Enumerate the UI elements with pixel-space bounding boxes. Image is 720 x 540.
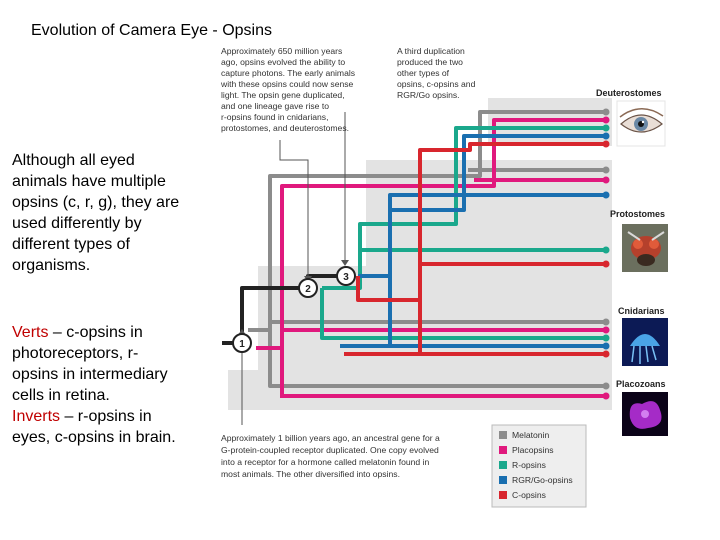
legend-label: Placopsins: [512, 445, 554, 455]
node-2-label: 2: [305, 284, 311, 295]
group-label-placozoans: Placozoans: [616, 379, 666, 389]
group-label-deuterostomes: Deuterostomes: [596, 88, 662, 98]
svg-text:other types of: other types of: [397, 68, 450, 78]
leaf-end-dots: [602, 108, 610, 400]
svg-text:protostomes, and deuterostomes: protostomes, and deuterostomes.: [221, 123, 349, 133]
svg-text:RGR/Go opsins.: RGR/Go opsins.: [397, 90, 460, 100]
verts-label: Verts: [12, 324, 49, 341]
svg-text:ago, opsins evolved the abilit: ago, opsins evolved the ability to: [221, 57, 345, 67]
svg-text:Approximately 1 billion years: Approximately 1 billion years ago, an an…: [221, 433, 440, 443]
svg-text:Approximately 650 million year: Approximately 650 million years: [221, 46, 342, 56]
legend: Melatonin Placopsins R-opsins RGR/Go-ops…: [491, 424, 587, 508]
node-3: 3: [336, 266, 356, 286]
legend-item-placopsins: Placopsins: [499, 445, 554, 455]
node-1: 1: [232, 333, 252, 353]
slide-title: Evolution of Camera Eye - Opsins: [31, 22, 272, 39]
node-1-label: 1: [239, 339, 245, 350]
tree-lines: [222, 110, 605, 398]
node-2: 2: [298, 278, 318, 298]
legend-label: RGR/Go-opsins: [512, 475, 573, 485]
verts-text: – c-opsins in photoreceptors, r-opsins i…: [12, 324, 168, 404]
legend-item-c-opsins: C-opsins: [499, 490, 546, 500]
inverts-text: – r-opsins in eyes, c-opsins in brain.: [12, 408, 176, 446]
placozoan-band: [228, 370, 612, 410]
legend-item-melatonin: Melatonin: [499, 430, 549, 440]
svg-text:and one lineage gave rise to: and one lineage gave rise to: [221, 101, 329, 111]
node-3-label: 3: [343, 272, 349, 283]
legend-label: C-opsins: [512, 490, 546, 500]
legend-label: R-opsins: [512, 460, 546, 470]
svg-text:G-protein-coupled receptor dup: G-protein-coupled receptor duplicated. O…: [221, 445, 439, 455]
group-label-cnidarians: Cnidarians: [618, 306, 665, 316]
placozoan-image: [622, 392, 668, 436]
svg-text:r-opsins found in cnidarians,: r-opsins found in cnidarians,: [221, 112, 328, 122]
annotation-1-billion: Approximately 1 billion years ago, an an…: [221, 433, 440, 479]
annotation-650-million: Approximately 650 million years ago, ops…: [220, 46, 355, 133]
legend-swatch: [499, 431, 507, 439]
fly-image: [622, 224, 668, 272]
eye-image: [616, 100, 666, 147]
legend-swatch: [499, 491, 507, 499]
svg-text:produced the two: produced the two: [397, 57, 463, 67]
legend-label: Melatonin: [512, 430, 549, 440]
legend-item-rgr-go-opsins: RGR/Go-opsins: [499, 475, 573, 485]
legend-swatch: [499, 446, 507, 454]
svg-text:most animals. The other divers: most animals. The other diversified into…: [221, 469, 400, 479]
svg-text:into a receptor for a hormone: into a receptor for a hormone called mel…: [221, 457, 430, 467]
annotation-third-duplication: A third duplication produced the two oth…: [397, 46, 476, 100]
legend-swatch: [499, 476, 507, 484]
jellyfish-image: [622, 318, 668, 366]
svg-text:light. The opsin gene duplicat: light. The opsin gene duplicated,: [221, 90, 345, 100]
paragraph-verts-inverts: Verts – c-opsins in photoreceptors, r-op…: [12, 322, 182, 448]
paragraph-opsins: Although all eyed animals have multiple …: [12, 152, 180, 274]
inverts-label: Inverts: [12, 408, 61, 425]
svg-text:with these opsins could now se: with these opsins could now sense: [220, 79, 354, 89]
group-label-protostomes: Protostomes: [610, 209, 665, 219]
svg-text:capture photons. The early ani: capture photons. The early animals: [221, 68, 355, 78]
svg-text:A third duplication: A third duplication: [397, 46, 465, 56]
legend-box: [491, 424, 587, 508]
svg-text:opsins, c-opsins and: opsins, c-opsins and: [397, 79, 476, 89]
legend-item-r-opsins: R-opsins: [499, 460, 546, 470]
legend-swatch: [499, 461, 507, 469]
